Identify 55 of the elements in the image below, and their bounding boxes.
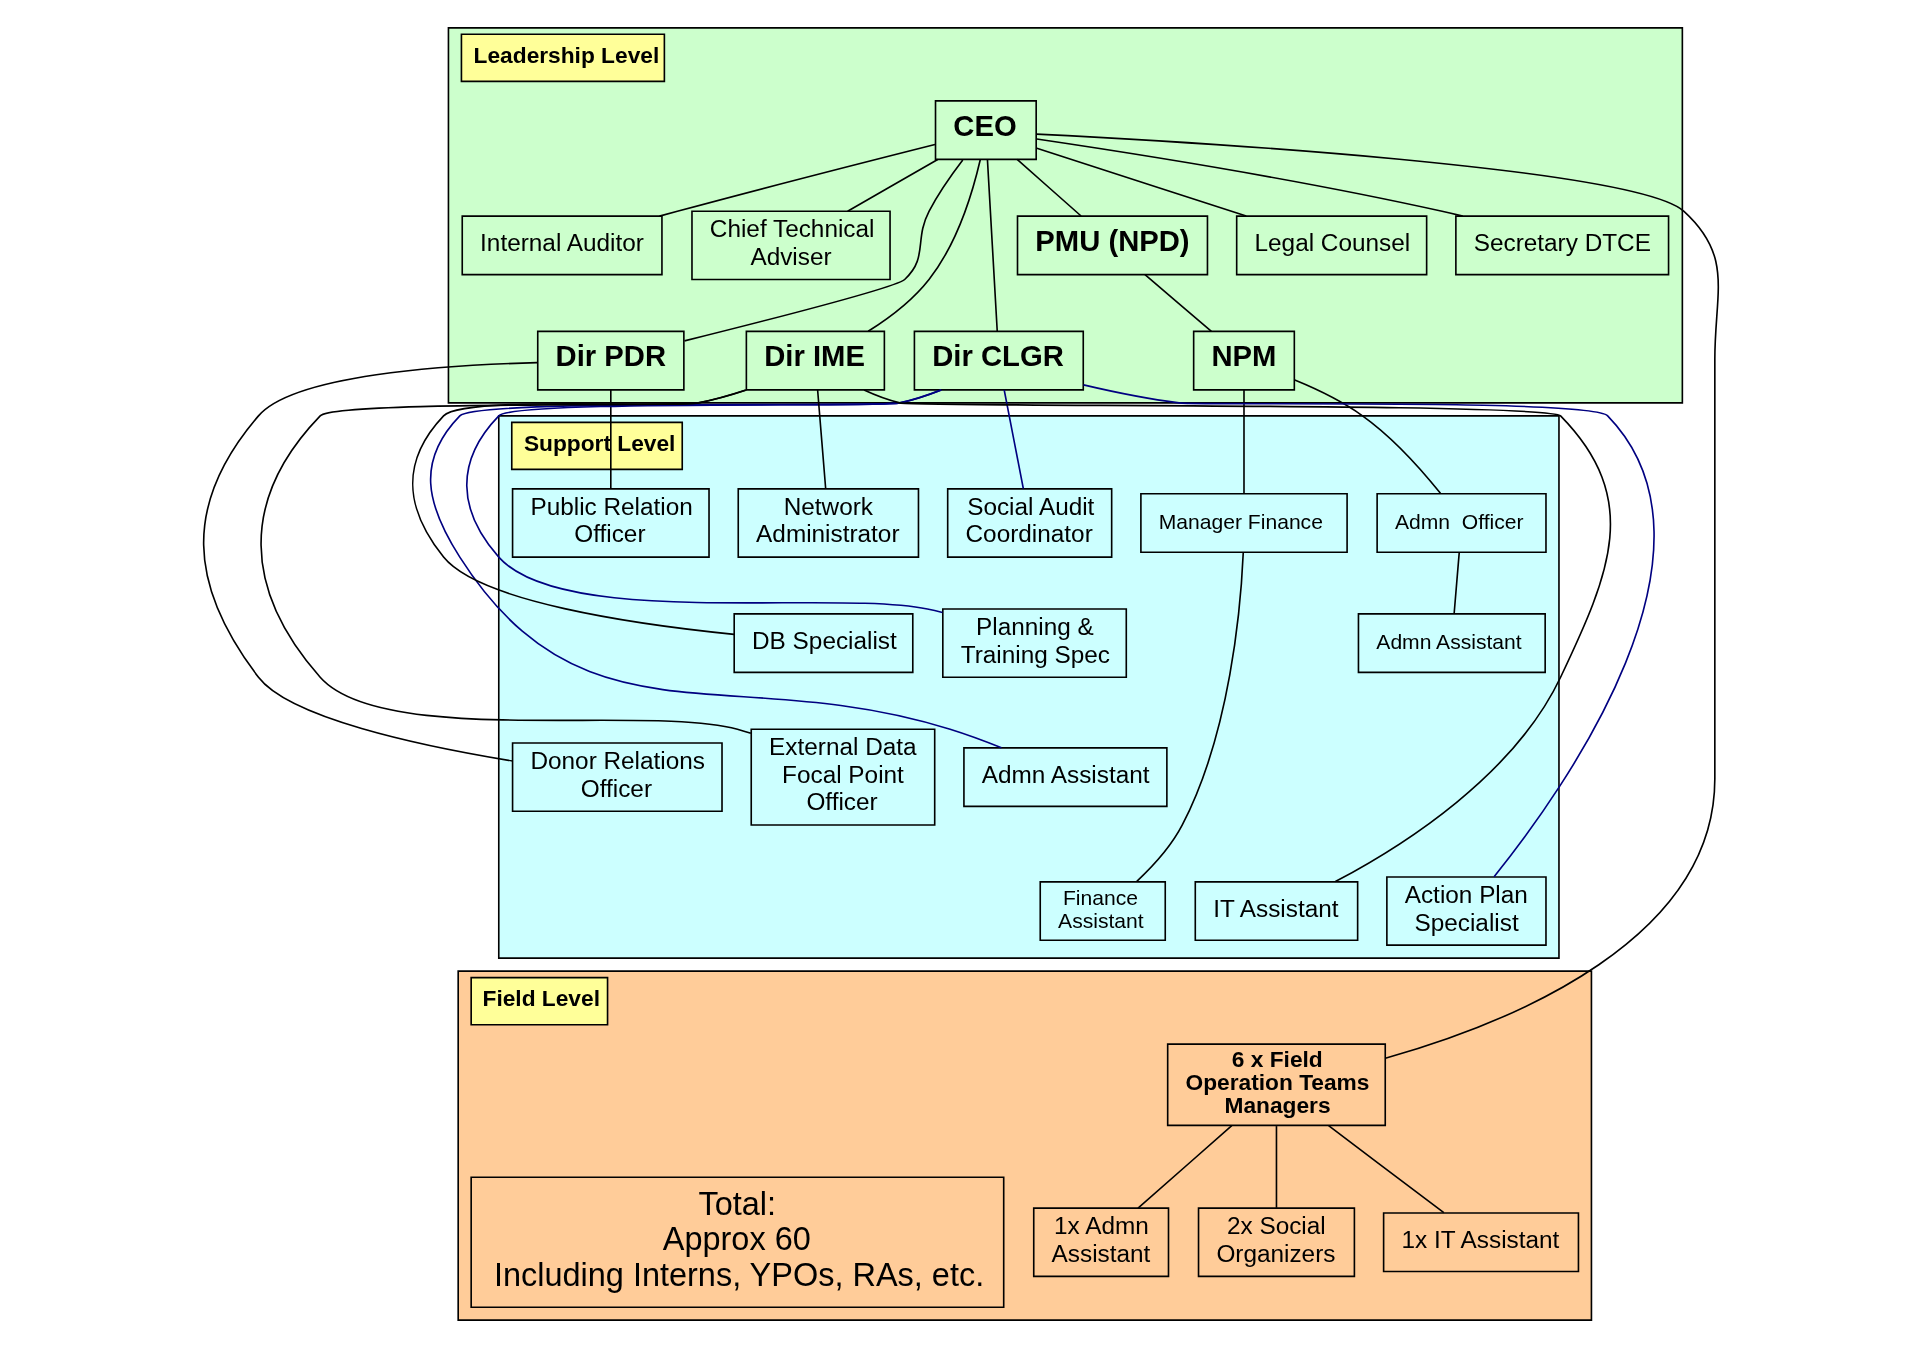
connector bbox=[1036, 147, 1248, 217]
node-box: Admn Officer bbox=[1376, 492, 1547, 554]
connector bbox=[260, 389, 752, 735]
node-box: 1x Admn Assistant bbox=[1032, 1207, 1170, 1278]
node-box: Internal Auditor bbox=[461, 215, 663, 276]
connector bbox=[202, 361, 538, 762]
connector bbox=[1137, 1124, 1233, 1209]
node-box: Social Audit Coordinator bbox=[946, 488, 1113, 558]
node-box: CEO bbox=[934, 100, 1037, 161]
node-box: Secretary DTCE bbox=[1455, 215, 1670, 276]
connector bbox=[1035, 138, 1464, 217]
node-box: IT Assistant bbox=[1194, 881, 1359, 942]
connector bbox=[610, 389, 612, 490]
connector bbox=[1243, 389, 1245, 495]
connector bbox=[1003, 389, 1025, 490]
node-box: Total: Approx 60 Including Interns, YPOs, RAs, etc. bbox=[470, 1176, 1005, 1308]
connector bbox=[846, 158, 939, 213]
node-box: Action Plan Specialist bbox=[1386, 876, 1547, 946]
node-box: External Data Focal Point Officer bbox=[750, 728, 936, 826]
node-box: Admn Assistant bbox=[1357, 613, 1546, 674]
connector bbox=[867, 158, 982, 333]
connector bbox=[1016, 158, 1082, 217]
node-box: Donor Relations Officer bbox=[511, 742, 723, 812]
node-box: 6 x Field Operation Teams Managers bbox=[1166, 1043, 1387, 1127]
node-box: DB Specialist bbox=[733, 613, 914, 674]
connector bbox=[863, 389, 1612, 883]
connector bbox=[429, 389, 1003, 749]
node-box: Network Administrator bbox=[737, 488, 920, 558]
connector bbox=[1293, 379, 1442, 495]
connector bbox=[986, 158, 999, 332]
node-box: Manager Finance bbox=[1140, 492, 1348, 554]
connector bbox=[1035, 133, 1720, 1060]
connector bbox=[658, 143, 936, 217]
node-box: NPM bbox=[1192, 330, 1296, 391]
connector bbox=[1453, 551, 1461, 614]
node-box: Dir PDR bbox=[536, 330, 685, 391]
connector bbox=[465, 389, 944, 614]
connector bbox=[1144, 273, 1213, 333]
connector bbox=[1275, 1125, 1278, 1209]
connector bbox=[1136, 551, 1245, 883]
connector bbox=[683, 159, 964, 342]
connector bbox=[816, 389, 827, 490]
node-box: Public Relation Officer bbox=[511, 488, 710, 558]
node-box: Dir CLGR bbox=[913, 330, 1085, 391]
connector bbox=[1082, 384, 1655, 878]
node-box: Dir IME bbox=[745, 330, 886, 391]
node-box: Admn Assistant bbox=[963, 747, 1168, 808]
node-box: 1x IT Assistant bbox=[1382, 1212, 1580, 1273]
node-box: Legal Counsel bbox=[1235, 215, 1428, 276]
node-box: PMU (NPD) bbox=[1016, 215, 1209, 276]
node-box: Finance Assistant bbox=[1039, 881, 1167, 942]
connector bbox=[1327, 1124, 1445, 1214]
node-box: Chief Technical Adviser bbox=[691, 210, 891, 281]
node-box: Planning & Training Spec bbox=[942, 608, 1128, 679]
node-box: 2x Social Organizers bbox=[1197, 1207, 1356, 1278]
